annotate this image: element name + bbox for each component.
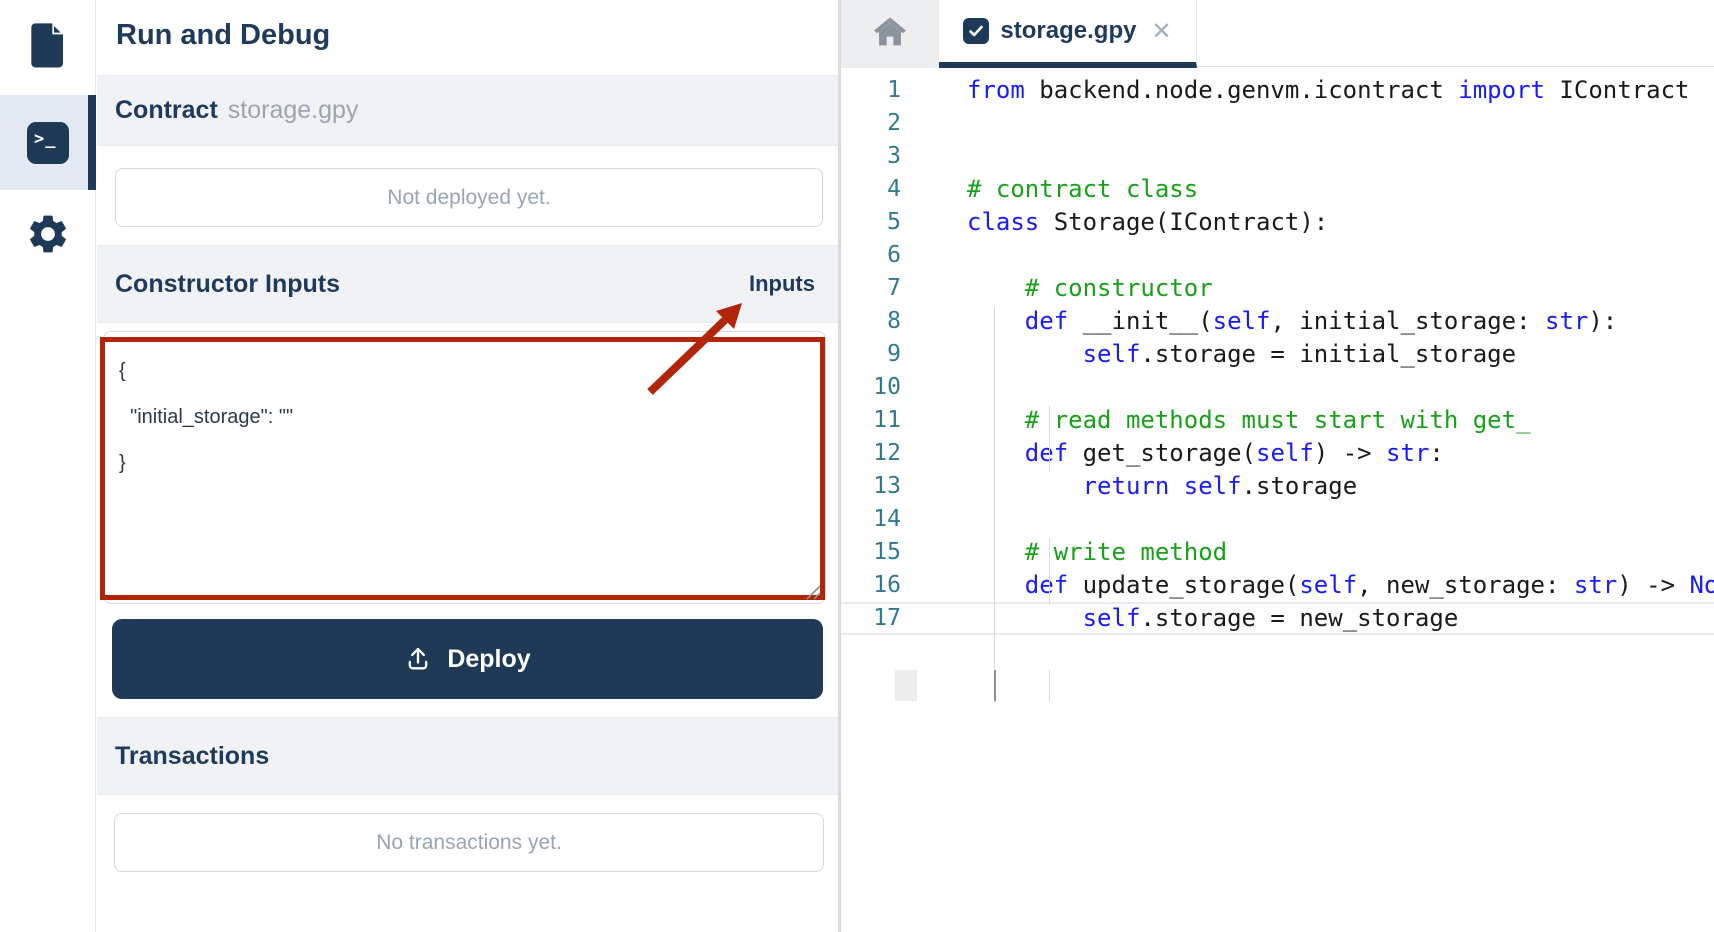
line-number: 1 — [887, 77, 901, 103]
transactions-empty-box: No transactions yet. — [114, 813, 824, 872]
code-line: 7 # constructor — [841, 272, 1714, 305]
tab-home[interactable] — [841, 0, 939, 68]
constructor-section-header: Constructor Inputs Inputs — [97, 245, 839, 323]
sidebar-item-run-debug[interactable]: >_ — [0, 95, 96, 190]
code-line-text: self.storage = new_storage — [1082, 604, 1459, 632]
line-number: 5 — [887, 209, 901, 235]
check-badge-icon — [963, 18, 990, 44]
code-line: 11 # read methods must start with get_ — [841, 404, 1714, 437]
line-number: 7 — [887, 275, 901, 301]
transactions-section-header: Transactions — [97, 717, 839, 795]
code-line: 5 class Storage(IContract): — [841, 206, 1714, 239]
code-line-text: return self.storage — [1082, 472, 1358, 500]
indent-guide — [1049, 670, 1050, 701]
contract-section-header: Contract storage.gpy — [97, 75, 839, 146]
tab-filename: storage.gpy — [1000, 17, 1137, 44]
panel-divider — [838, 0, 840, 932]
line-number: 8 — [887, 308, 901, 334]
code-line-text: # write method — [967, 538, 1228, 566]
line-number: 2 — [887, 110, 901, 136]
deploy-button[interactable]: Deploy — [112, 619, 823, 699]
code-line: 1 from backend.node.genvm.icontract impor… — [841, 74, 1714, 107]
code-line: 3 — [841, 140, 1714, 173]
code-line: 16 def update_storage(self, new_storage:… — [841, 569, 1714, 602]
code-line: 6 — [841, 239, 1714, 272]
code-line-text: def __init__(self, initial_storage: str)… — [1024, 307, 1618, 335]
activity-bar: >_ — [0, 0, 96, 932]
tabbar-empty-space — [1197, 0, 1714, 67]
code-editor: storage.gpy ✕ 1 from backend.node.genvm.i… — [840, 0, 1714, 932]
code-line: 2 — [841, 107, 1714, 140]
sidebar-item-files[interactable] — [0, 10, 96, 85]
line-number: 12 — [873, 440, 901, 466]
line-number: 3 — [887, 143, 901, 169]
indent-guide — [1049, 538, 1050, 604]
contract-filename: storage.gpy — [227, 96, 359, 124]
transactions-empty-text: No transactions yet. — [376, 830, 562, 854]
tab-storage-gpy[interactable]: storage.gpy ✕ — [939, 0, 1197, 68]
code-area[interactable]: 1 from backend.node.genvm.icontract impor… — [841, 68, 1714, 932]
file-icon — [28, 21, 68, 74]
line-number: 6 — [887, 242, 901, 268]
code-line-text: self.storage = initial_storage — [1082, 340, 1517, 368]
code-line-text: class Storage(IContract): — [967, 208, 1329, 236]
constructor-label: Constructor Inputs — [115, 269, 340, 298]
code-line-text: # contract class — [967, 175, 1199, 203]
deploy-status-text: Not deployed yet. — [387, 185, 551, 209]
line-number: 14 — [873, 506, 901, 532]
code-line: 12 def get_storage(self) -> str: — [841, 437, 1714, 470]
line-number: 13 — [873, 473, 901, 499]
line-number: 4 — [887, 176, 901, 202]
inputs-badge: Inputs — [749, 271, 815, 296]
line-number: 10 — [873, 374, 901, 400]
contract-label: Contract — [115, 96, 218, 124]
active-line-gutter-mark — [895, 670, 917, 701]
code-line-text: # read methods must start with get_ — [967, 406, 1531, 434]
gear-icon — [25, 211, 71, 262]
upload-icon — [404, 645, 432, 673]
indent-guide — [994, 307, 995, 703]
line-number: 11 — [873, 407, 901, 433]
terminal-icon: >_ — [27, 121, 69, 164]
page-title: Run and Debug — [116, 19, 331, 51]
line-number: 9 — [887, 341, 901, 367]
text-cursor — [994, 670, 996, 701]
constructor-inputs-textarea[interactable]: { "initial_storage": "" } — [119, 348, 799, 578]
code-line-text: from backend.node.genvm.icontract import… — [967, 76, 1690, 104]
code-line-text: # constructor — [967, 274, 1213, 302]
code-line: 4 # contract class — [841, 173, 1714, 206]
editor-tabbar: storage.gpy ✕ — [841, 0, 1714, 68]
line-number: 16 — [873, 572, 901, 598]
resize-grip-icon[interactable] — [803, 582, 821, 600]
code-line: 8 def __init__(self, initial_storage: st… — [841, 305, 1714, 338]
home-icon — [874, 16, 906, 52]
transactions-label: Transactions — [115, 741, 270, 770]
sidebar-item-settings[interactable] — [0, 196, 96, 276]
deploy-button-label: Deploy — [447, 644, 531, 673]
line-number: 15 — [873, 539, 901, 565]
code-line: 13 return self.storage — [841, 470, 1714, 503]
line-number: 17 — [873, 605, 901, 631]
code-line-text: def get_storage(self) -> str: — [1024, 439, 1444, 467]
close-icon[interactable]: ✕ — [1151, 17, 1172, 45]
code-line: 14 — [841, 503, 1714, 536]
indent-guide — [1049, 406, 1050, 472]
code-line: 17 self.storage = new_storage — [841, 602, 1714, 635]
code-line: 10 — [841, 371, 1714, 404]
run-debug-panel: Run and Debug Contract storage.gpy Not d… — [97, 0, 839, 932]
code-line-text: def update_storage(self, new_storage: st… — [1024, 571, 1714, 599]
deploy-status-box: Not deployed yet. — [115, 168, 823, 227]
code-line: 9 self.storage = initial_storage — [841, 338, 1714, 371]
code-line: 15 # write method — [841, 536, 1714, 569]
